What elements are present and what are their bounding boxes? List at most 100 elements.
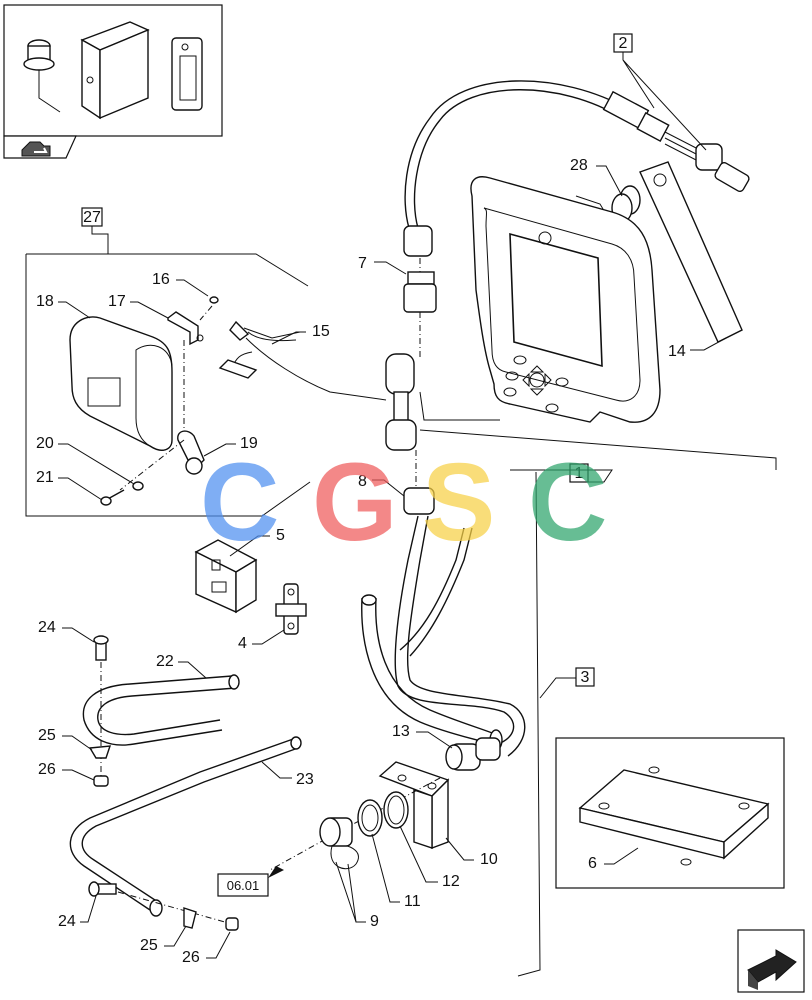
callout-number: 25: [140, 937, 158, 954]
thumbnail-preview[interactable]: [3, 4, 223, 159]
callout-16[interactable]: 16: [152, 271, 209, 297]
callout-26-upper[interactable]: 26: [38, 761, 95, 781]
screw-16: [209, 296, 219, 304]
callout-22[interactable]: 22: [156, 653, 207, 679]
seal-11: [357, 799, 383, 837]
callout-26-lower[interactable]: 26: [182, 931, 231, 966]
plate-6: [578, 766, 770, 866]
watermark-logo: C G S C: [200, 441, 607, 564]
reference-label[interactable]: 06.01: [217, 866, 284, 897]
callout-number: 10: [480, 851, 498, 868]
callout-number: 14: [668, 343, 686, 360]
callout-13[interactable]: 13: [392, 723, 453, 749]
clip-19: [177, 430, 205, 475]
watermark-letter: S: [422, 441, 495, 564]
callout-28[interactable]: 28: [570, 157, 623, 197]
callout-1[interactable]: 1: [510, 463, 613, 483]
callout-24-lower[interactable]: 24: [58, 895, 97, 930]
callout-number: 18: [36, 293, 54, 310]
next-page-arrow-icon[interactable]: [737, 929, 805, 993]
bracket-23: [69, 736, 302, 917]
module-5: [194, 539, 258, 614]
screw-21: [100, 489, 125, 506]
connector-7: [403, 225, 437, 313]
callout-21[interactable]: 21: [36, 469, 103, 501]
callout-number: 26: [182, 949, 200, 966]
callout-number: 27: [83, 209, 101, 226]
callout-number: 23: [296, 771, 314, 788]
callout-25-upper[interactable]: 25: [38, 727, 93, 751]
callout-5[interactable]: 5: [229, 527, 285, 557]
callout-number: 19: [240, 435, 258, 452]
callout-number: 11: [404, 893, 421, 910]
callout-number: 8: [358, 473, 367, 490]
harness-15: [218, 320, 387, 401]
callout-number: 20: [36, 435, 54, 452]
watermark-letter: C: [528, 441, 607, 564]
callout-27[interactable]: 27: [81, 207, 109, 254]
callout-number: 24: [58, 913, 76, 930]
callout-15[interactable]: 15: [271, 323, 330, 345]
callout-18[interactable]: 18: [36, 293, 91, 319]
callout-number: 1: [575, 465, 584, 482]
bracket-10: [378, 761, 450, 850]
reference-text: 06.01: [227, 878, 260, 893]
callout-number: 4: [238, 635, 247, 652]
callout-11[interactable]: 11: [371, 833, 421, 910]
callout-number: 13: [392, 723, 410, 740]
callout-23[interactable]: 23: [261, 761, 314, 788]
bolt-24-lower: [88, 881, 117, 897]
callout-25-lower[interactable]: 25: [140, 925, 187, 954]
callout-number: 17: [108, 293, 126, 310]
callout-6[interactable]: 6: [588, 847, 639, 872]
callout-17[interactable]: 17: [108, 293, 169, 319]
thumbnail-bracket-icon: [171, 37, 203, 111]
clip-25-upper: [88, 745, 112, 759]
watermark-letter: G: [312, 441, 398, 564]
clip-25-lower: [183, 907, 197, 929]
callout-number: 9: [370, 913, 379, 930]
display-assembly: [404, 80, 750, 423]
callout-number: 16: [152, 271, 170, 288]
callout-4[interactable]: 4: [238, 629, 285, 652]
callout-10[interactable]: 10: [445, 837, 498, 868]
thumbnail-module-icon: [80, 21, 150, 120]
callout-7[interactable]: 7: [358, 255, 407, 275]
callout-19[interactable]: 19: [203, 435, 258, 457]
thumbnail-connector-icon: [23, 39, 61, 113]
washer-20: [132, 481, 144, 491]
inset-plate-box: [555, 737, 785, 889]
connector-13: [445, 737, 501, 771]
callout-number: 15: [312, 323, 330, 340]
bracket-22: [82, 674, 240, 746]
callout-8[interactable]: 8: [358, 473, 405, 497]
watermark-letter: C: [200, 441, 279, 564]
folder-arrow-icon[interactable]: [21, 141, 51, 157]
callout-3[interactable]: 3: [539, 667, 595, 699]
callout-number: 6: [588, 855, 597, 872]
callout-2[interactable]: 2: [613, 33, 707, 151]
cap-9: [319, 817, 359, 869]
callout-number: 5: [276, 527, 285, 544]
adapter-connector: [385, 353, 417, 451]
callout-number: 22: [156, 653, 174, 670]
callout-number: 24: [38, 619, 56, 636]
callout-20[interactable]: 20: [36, 435, 135, 485]
connector-8: [403, 487, 435, 515]
bracket-17: [167, 311, 204, 346]
callout-9[interactable]: 9: [335, 861, 379, 930]
callout-number: 12: [442, 873, 460, 890]
bolt-24-upper: [93, 635, 109, 661]
seal-12: [383, 791, 409, 829]
callout-number: 2: [619, 35, 628, 52]
display-keypad: [503, 355, 569, 413]
callout-number: 28: [570, 157, 588, 174]
nut-26-lower: [225, 917, 239, 931]
callout-number: 3: [581, 669, 590, 686]
group-27-frame: [26, 253, 309, 287]
callout-24-upper[interactable]: 24: [38, 619, 95, 643]
callout-14[interactable]: 14: [668, 337, 727, 360]
callout-number: 21: [36, 469, 54, 486]
callout-12[interactable]: 12: [399, 825, 460, 890]
